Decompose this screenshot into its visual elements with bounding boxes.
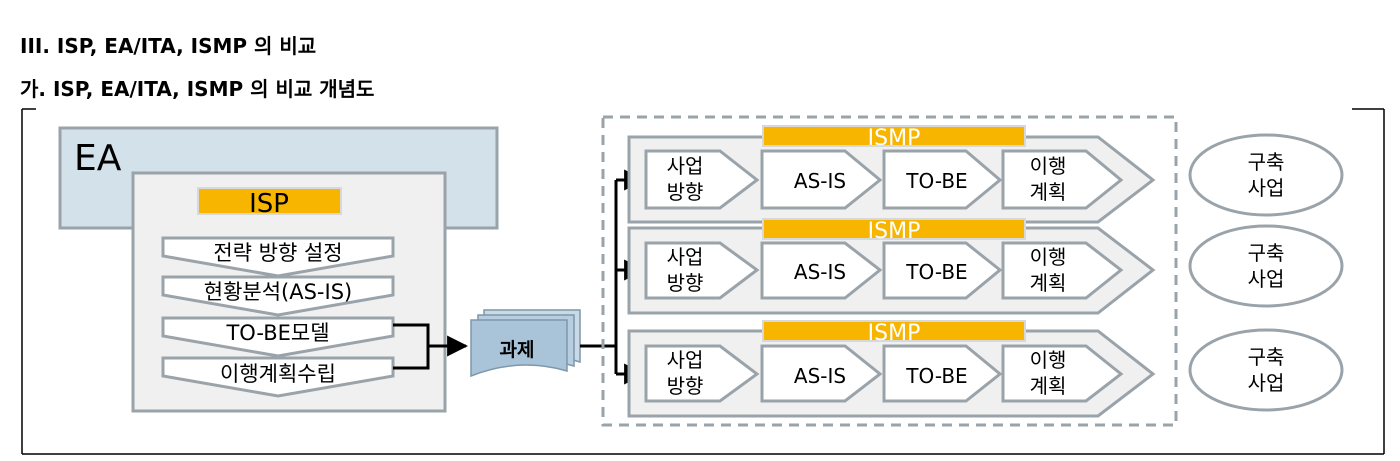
ismp-label-bar-2 (762, 218, 1026, 240)
ismp-label-1: ISMP (868, 126, 921, 151)
ismp-row-2: ISMP 사업 방향 AS-IS TO-BE 이행 계획 (627, 218, 1156, 315)
ismp-stage-asis-1 (760, 149, 883, 210)
build-project-1-line2: 사업 (1248, 176, 1285, 200)
ismp-stage-asis-3-label: AS-IS (794, 364, 846, 388)
ismp-stage-business-3 (644, 344, 760, 403)
isp-label: ISP (249, 189, 289, 219)
ismp-stage-plan-3-line1: 이행 (1030, 348, 1067, 372)
ismp-label-bar-3 (762, 320, 1026, 342)
ismp-container (601, 115, 1178, 427)
isp-step-4: 이행계획수립 (161, 356, 395, 398)
ismp-label-3: ISMP (868, 321, 921, 346)
isp-step-4-label: 이행계획수립 (220, 362, 336, 386)
isp-label-bar (197, 187, 342, 215)
ismp-stage-tobe-3-label: TO-BE (905, 364, 967, 388)
ismp-stage-asis-2-label: AS-IS (794, 260, 846, 284)
ismp-stage-plan-2 (1001, 241, 1124, 300)
ismp-stage-business-1-line2: 방향 (667, 180, 704, 204)
build-project-2: 구축 사업 (1188, 224, 1344, 308)
connector-tobe (393, 323, 430, 346)
ismp-stage-plan-2-line2: 계획 (1030, 271, 1067, 295)
ismp-stage-plan-3 (1001, 344, 1124, 403)
ismp-stage-asis-3 (760, 344, 883, 403)
ismp-label-2: ISMP (868, 219, 921, 244)
isp-step-2-label: 현황분석(AS-IS) (204, 280, 352, 304)
ismp-stage-business-1-line1: 사업 (667, 154, 704, 178)
ismp-row-3: ISMP 사업 방향 AS-IS TO-BE 이행 계획 (627, 320, 1156, 418)
subsection-heading: 가. ISP, EA/ITA, ISMP 의 비교 개념도 (20, 77, 375, 101)
ismp-stage-tobe-2 (882, 241, 1003, 300)
section-heading: III. ISP, EA/ITA, ISMP 의 비교 (20, 34, 317, 58)
build-project-3: 구축 사업 (1188, 328, 1344, 412)
isp-step-1-label: 전략 방향 설정 (213, 241, 342, 265)
ismp-stage-business-3-line2: 방향 (667, 374, 704, 398)
task-label: 과제 (500, 339, 535, 361)
ismp-stage-tobe-2-label: TO-BE (905, 260, 967, 284)
build-project-3-line2: 사업 (1248, 371, 1285, 395)
ismp-stage-business-2-line2: 방향 (667, 271, 704, 295)
ismp-stage-business-2-line1: 사업 (667, 245, 704, 269)
ismp-stage-plan-1 (1001, 149, 1124, 210)
ismp-stage-asis-2 (760, 241, 883, 300)
task-document-stack: 과제 (470, 309, 581, 378)
build-project-1-line1: 구축 (1248, 150, 1285, 174)
ismp-stage-plan-1-line2: 계획 (1030, 180, 1067, 204)
ismp-row-1: ISMP 사업 방향 AS-IS TO-BE 이행 계획 (627, 125, 1156, 224)
ismp-stage-business-1 (644, 149, 760, 210)
ismp-label-bar-1 (762, 125, 1026, 147)
build-project-3-line1: 구축 (1248, 345, 1285, 369)
ismp-stage-plan-2-line1: 이행 (1030, 245, 1067, 269)
build-project-1: 구축 사업 (1188, 133, 1344, 217)
ismp-stage-tobe-1 (882, 149, 1003, 210)
build-project-2-line1: 구축 (1248, 241, 1285, 265)
connector-plan (393, 346, 430, 370)
ismp-stage-business-2 (644, 241, 760, 300)
ismp-stage-plan-3-line2: 계획 (1030, 374, 1067, 398)
isp-step-1: 전략 방향 설정 (161, 236, 395, 278)
isp-step-3: TO-BE모델 (161, 316, 395, 358)
ismp-stage-asis-1-label: AS-IS (794, 169, 846, 193)
build-project-2-line2: 사업 (1248, 267, 1285, 291)
ismp-stage-business-3-line1: 사업 (667, 348, 704, 372)
isp-step-3-label: TO-BE모델 (225, 321, 329, 345)
ismp-stage-plan-1-line1: 이행 (1030, 154, 1067, 178)
ismp-stage-tobe-3 (882, 344, 1003, 403)
ea-label: EA (74, 138, 122, 179)
isp-step-2: 현황분석(AS-IS) (161, 275, 395, 317)
ismp-stage-tobe-1-label: TO-BE (905, 169, 967, 193)
